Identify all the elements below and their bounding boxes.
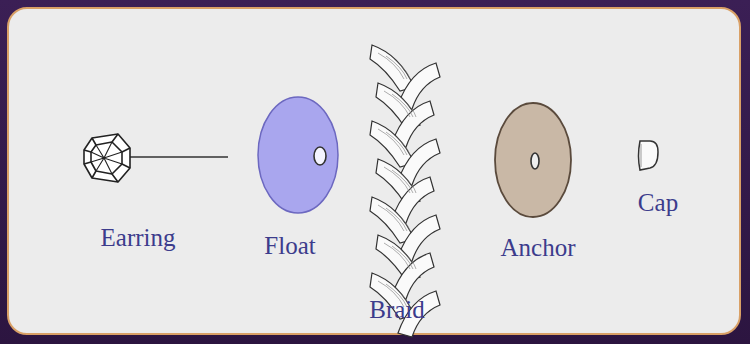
braid-strand bbox=[370, 121, 414, 167]
braid-texture bbox=[392, 170, 413, 193]
braid-texture bbox=[386, 56, 407, 79]
braid-texture bbox=[386, 132, 407, 155]
braid-texture bbox=[394, 59, 410, 79]
braid-texture bbox=[392, 94, 413, 117]
float-drawing bbox=[258, 97, 338, 213]
braid-texture bbox=[400, 249, 416, 269]
anchor-drawing bbox=[495, 103, 571, 217]
braid-texture bbox=[392, 246, 413, 269]
braid-texture bbox=[400, 97, 416, 117]
part-label: Float bbox=[264, 232, 315, 260]
braid-strand bbox=[370, 197, 414, 243]
braid-texture bbox=[378, 205, 404, 231]
part-label: Cap bbox=[638, 189, 678, 217]
cap-drawing bbox=[639, 141, 659, 170]
braid-texture bbox=[384, 243, 410, 269]
braid-texture bbox=[394, 135, 410, 155]
earring-drawing bbox=[84, 134, 228, 182]
braid-texture bbox=[386, 208, 407, 231]
braid-drawing bbox=[370, 45, 440, 337]
braid-texture bbox=[378, 53, 404, 79]
braid-strand bbox=[370, 45, 414, 91]
braid-texture bbox=[400, 173, 416, 193]
part-label: Earring bbox=[101, 224, 176, 252]
braid-texture bbox=[384, 91, 410, 117]
braid-texture bbox=[394, 211, 410, 231]
braid-texture bbox=[384, 167, 410, 193]
braid-texture bbox=[378, 129, 404, 155]
part-label: Braid bbox=[369, 296, 425, 324]
part-label: Anchor bbox=[501, 234, 576, 262]
